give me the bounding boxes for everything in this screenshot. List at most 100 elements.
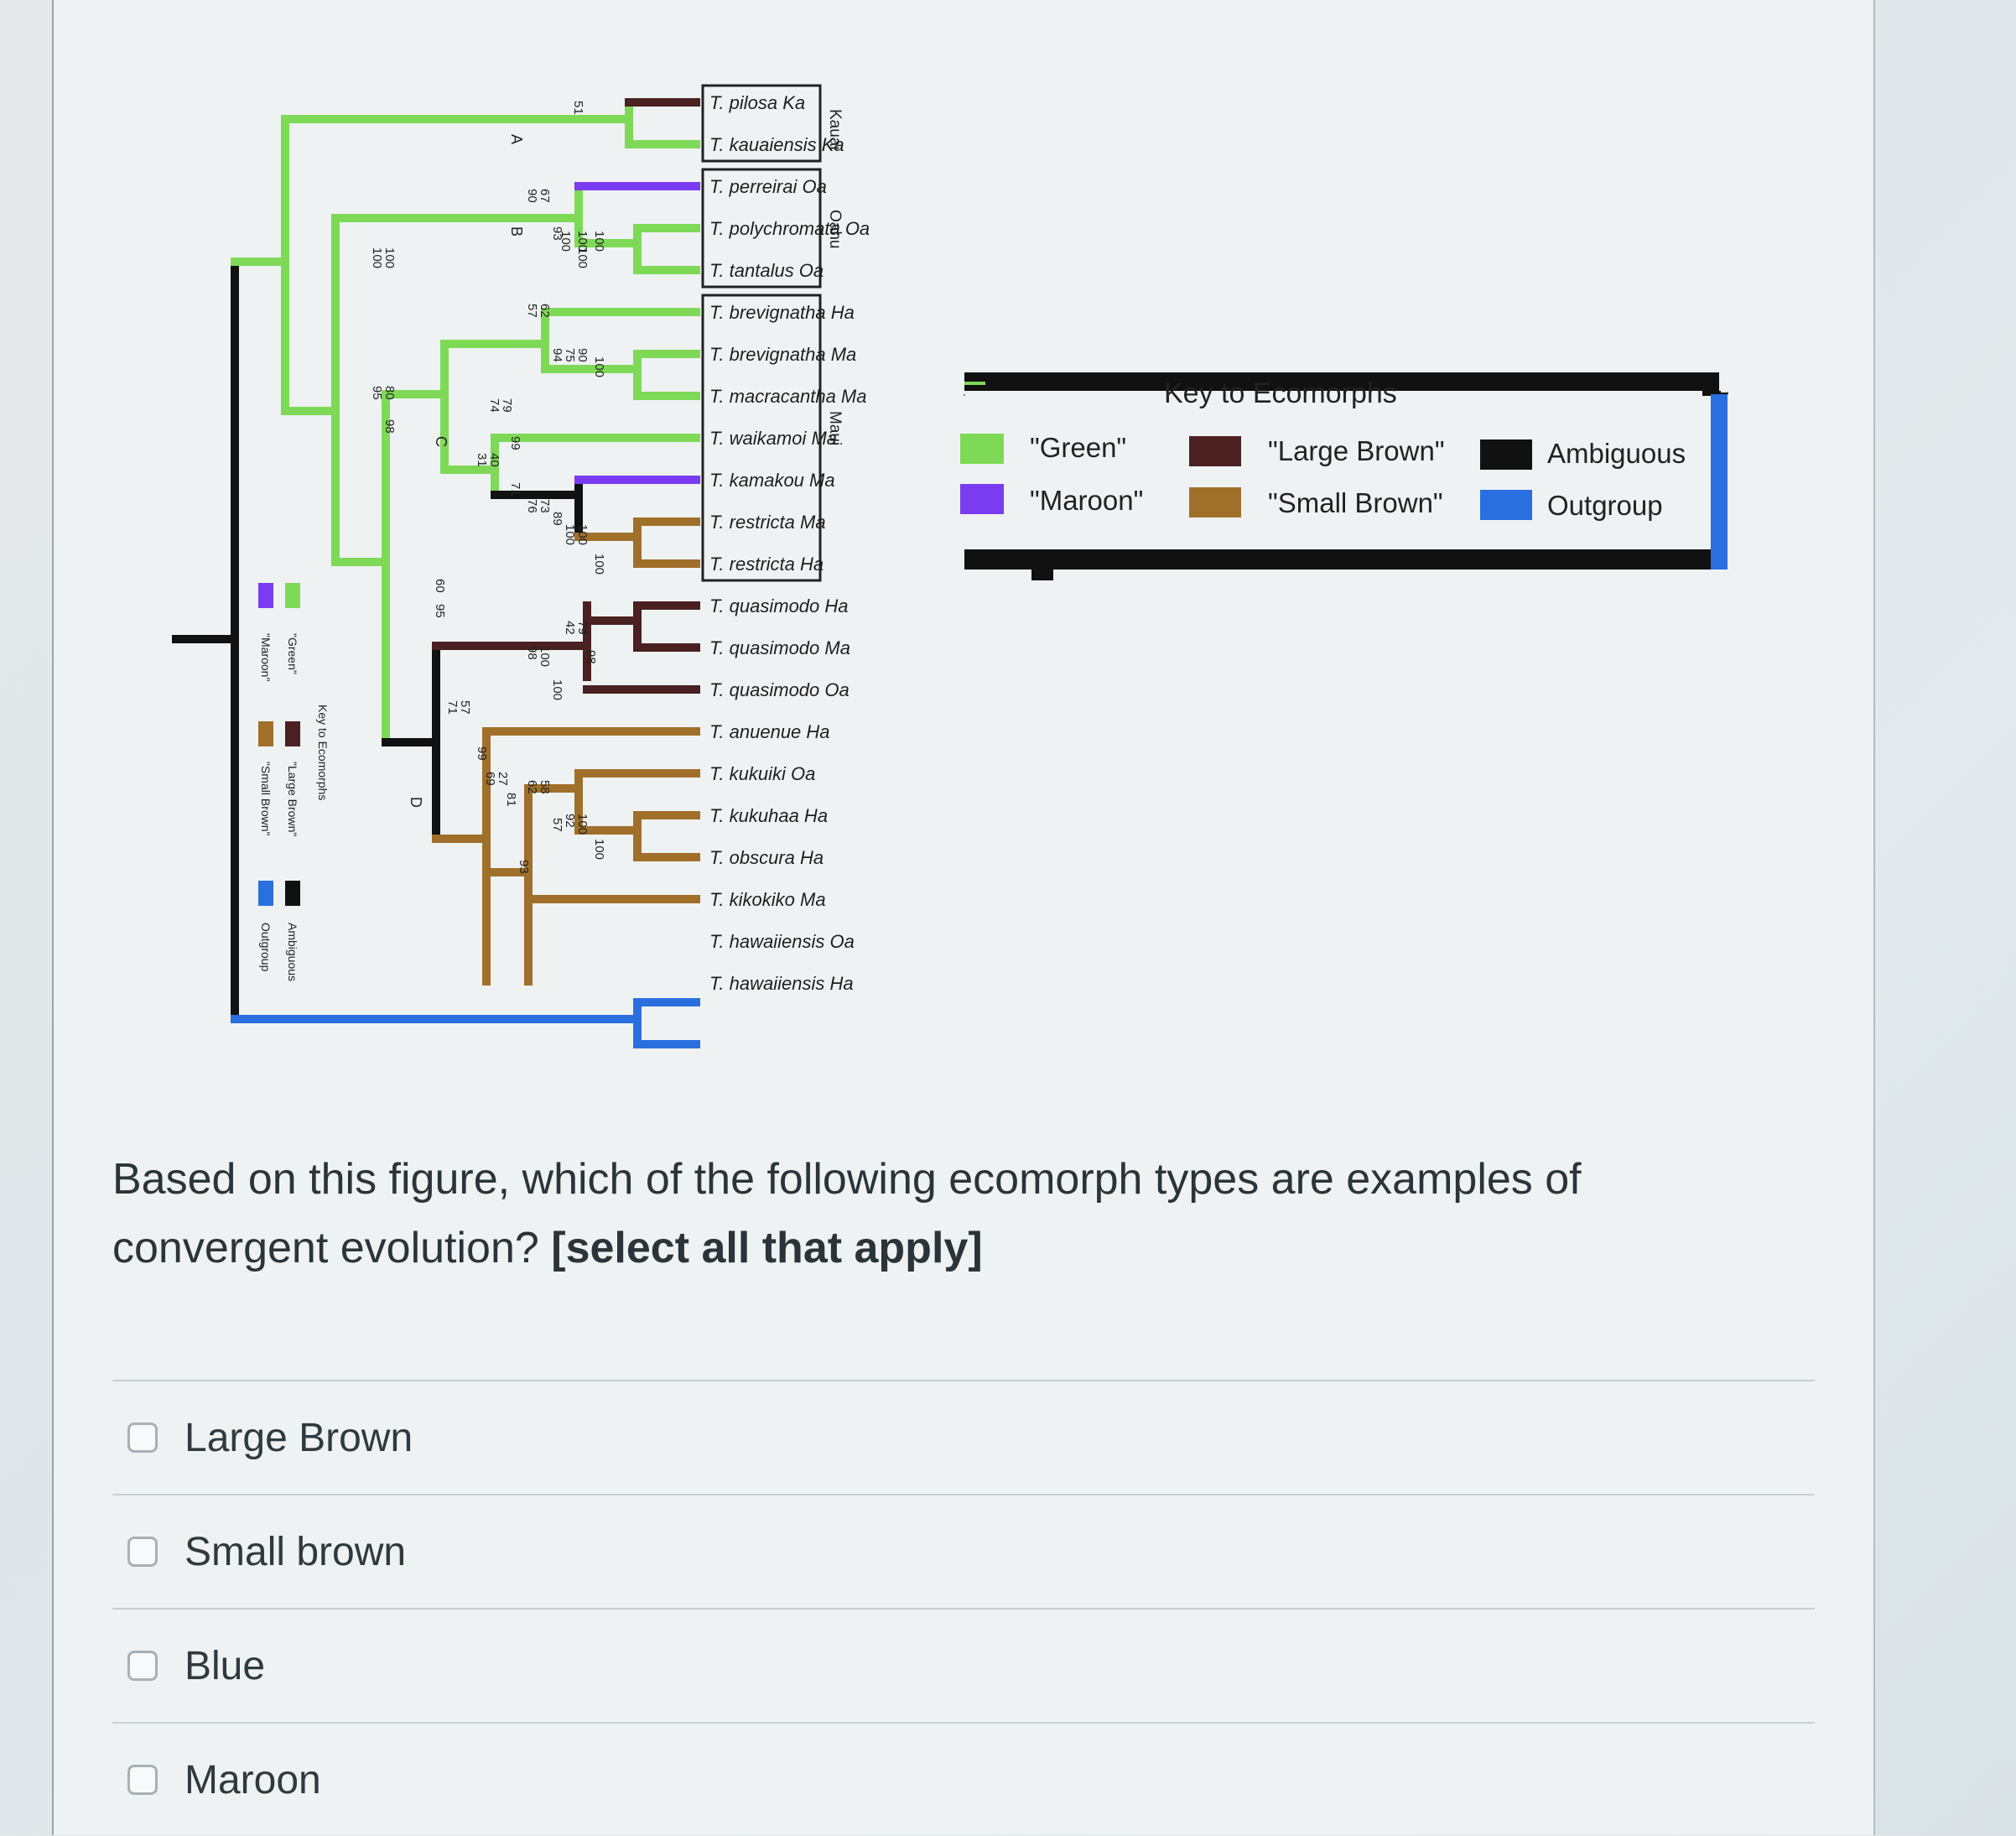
key-green-label: "Green" [1030, 432, 1126, 463]
key-green-swatch [960, 434, 1004, 464]
island-maui: Maui [826, 411, 844, 445]
island-oahu: Oahu [826, 210, 844, 248]
support-value: 69 [483, 772, 497, 786]
oahu-box [701, 168, 822, 289]
divider [112, 1608, 1815, 1610]
support-value: 100 [563, 524, 577, 545]
support-value: 60 [433, 579, 447, 593]
support-value: 95 [433, 604, 447, 618]
support-value: 40 [487, 453, 501, 467]
option-label: Maroon [184, 1757, 321, 1802]
taxon-label: T. restricta Ma [709, 512, 826, 533]
support-value: 98 [382, 419, 397, 434]
divider [112, 1380, 1815, 1381]
support-value: 93 [517, 860, 531, 874]
clade-b: B [508, 226, 525, 237]
support-value: 57 [458, 700, 472, 715]
taxon-label: T. quasimodo Ma [709, 637, 850, 658]
question-card [52, 0, 1875, 1835]
large-ecomorph-key-panel: Key to Ecomorphs "Green" "Maroon" "Large… [960, 377, 1728, 580]
clade-d: D [408, 797, 424, 808]
option-small-brown[interactable]: Small brown [112, 1495, 1815, 1608]
support-value: 100 [370, 247, 384, 268]
support-value: 100 [592, 356, 606, 377]
option-maroon[interactable]: Maroon [112, 1724, 1815, 1836]
support-value: 31 [475, 453, 489, 467]
support-value: 62 [525, 780, 539, 794]
taxon-label: T. brevignatha Ha [709, 302, 855, 323]
kauai-box [701, 84, 822, 163]
support-value: 100 [538, 646, 552, 667]
phylogeny-tree: T. pilosa Ka T. kauaiensis Ka T. perreirai… [172, 84, 1728, 1048]
support-value: 93 [550, 226, 564, 241]
checkbox[interactable] [127, 1423, 158, 1453]
support-value: 27 [496, 772, 510, 786]
taxon-label: T. kukuiki Oa [709, 763, 815, 784]
support-value: 57 [525, 304, 539, 318]
clade-a: A [508, 134, 525, 144]
support-value: 81 [504, 793, 518, 807]
taxon-label: T. obscura Ha [709, 847, 824, 868]
support-value: 100 [559, 231, 573, 252]
support-value: 95 [370, 386, 384, 400]
taxon-label: T. restricta Ha [709, 554, 824, 575]
taxon-label: T. kamakou Ma [709, 470, 835, 491]
support-value: 99 [508, 436, 522, 450]
taxon-label: T. waikamoi Ma [709, 428, 837, 449]
small-key-small-brown: "Small Brown" [259, 762, 273, 836]
maui-box [701, 294, 822, 582]
option-label: Small brown [184, 1529, 407, 1574]
phylogeny-figure: T. pilosa Ka T. kauaiensis Ka T. perreirai… [159, 75, 1753, 1082]
island-kauai: Kauai [826, 109, 844, 150]
taxon-label: T. hawaiiensis Oa [709, 931, 855, 952]
support-value: 92 [563, 814, 577, 828]
key-maroon-label: "Maroon" [1030, 485, 1143, 516]
support-value: 100 [592, 554, 606, 575]
taxon-label: T. pilosa Ka [709, 92, 805, 113]
key-large-brown-swatch [1189, 436, 1241, 466]
taxon-label: T. polychromata Oa [709, 218, 870, 239]
support-value: 98 [584, 650, 598, 664]
taxon-label: T. quasimodo Ha [709, 596, 849, 616]
support-value: 100 [382, 247, 397, 268]
taxon-label: T. brevignatha Ma [709, 344, 856, 365]
support-value: 74 [487, 398, 501, 413]
support-value: 57 [550, 818, 564, 832]
key-large-brown-label: "Large Brown" [1268, 435, 1445, 466]
small-key-green: "Green" [286, 633, 299, 674]
support-value: 89 [550, 512, 564, 526]
taxon-label: T. hawaiiensis Ha [709, 973, 854, 994]
support-value: 99 [475, 746, 489, 761]
option-label: Large Brown [184, 1415, 413, 1460]
support-value: 100 [575, 814, 590, 835]
small-ecomorph-key: Key to Ecomorphs "Green" "Maroon" "Large… [258, 583, 330, 981]
checkbox[interactable] [127, 1765, 158, 1795]
small-key-ambiguous: Ambiguous [286, 923, 299, 981]
key-outgroup-label: Outgroup [1547, 490, 1663, 521]
checkbox[interactable] [127, 1651, 158, 1681]
support-value: 62 [538, 304, 552, 318]
taxon-label: T. tantalus Oa [709, 260, 824, 281]
question-instruction: [select all that apply] [551, 1224, 983, 1272]
support-value: 100 [575, 524, 590, 545]
answer-options: Large Brown Small brown Blue Maroon [112, 1380, 1815, 1836]
support-value: 67 [538, 189, 552, 203]
option-large-brown[interactable]: Large Brown [112, 1381, 1815, 1494]
taxon-label: T. macracantha Ma [709, 386, 867, 407]
taxon-label: T. quasimodo Oa [709, 679, 850, 700]
question-prompt: Based on this figure, which of the follo… [112, 1155, 1582, 1272]
taxon-label: T. perreirai Oa [709, 176, 827, 197]
taxon-label: T. kukuhaa Ha [709, 805, 828, 826]
taxon-label: T. kauaiensis Ka [709, 134, 844, 155]
checkbox[interactable] [127, 1537, 158, 1567]
support-value: 73 [538, 499, 552, 513]
clade-c: C [433, 436, 449, 447]
key-ambiguous-label: Ambiguous [1547, 438, 1686, 469]
support-value: 80 [382, 386, 397, 400]
support-value: 100 [592, 839, 606, 860]
option-blue[interactable]: Blue [112, 1610, 1815, 1722]
key-small-brown-swatch [1189, 487, 1241, 518]
taxon-label: T. kikokiko Ma [709, 889, 826, 910]
key-ambiguous-swatch [1480, 439, 1532, 470]
key-title: Key to Ecomorphs [1164, 377, 1397, 409]
